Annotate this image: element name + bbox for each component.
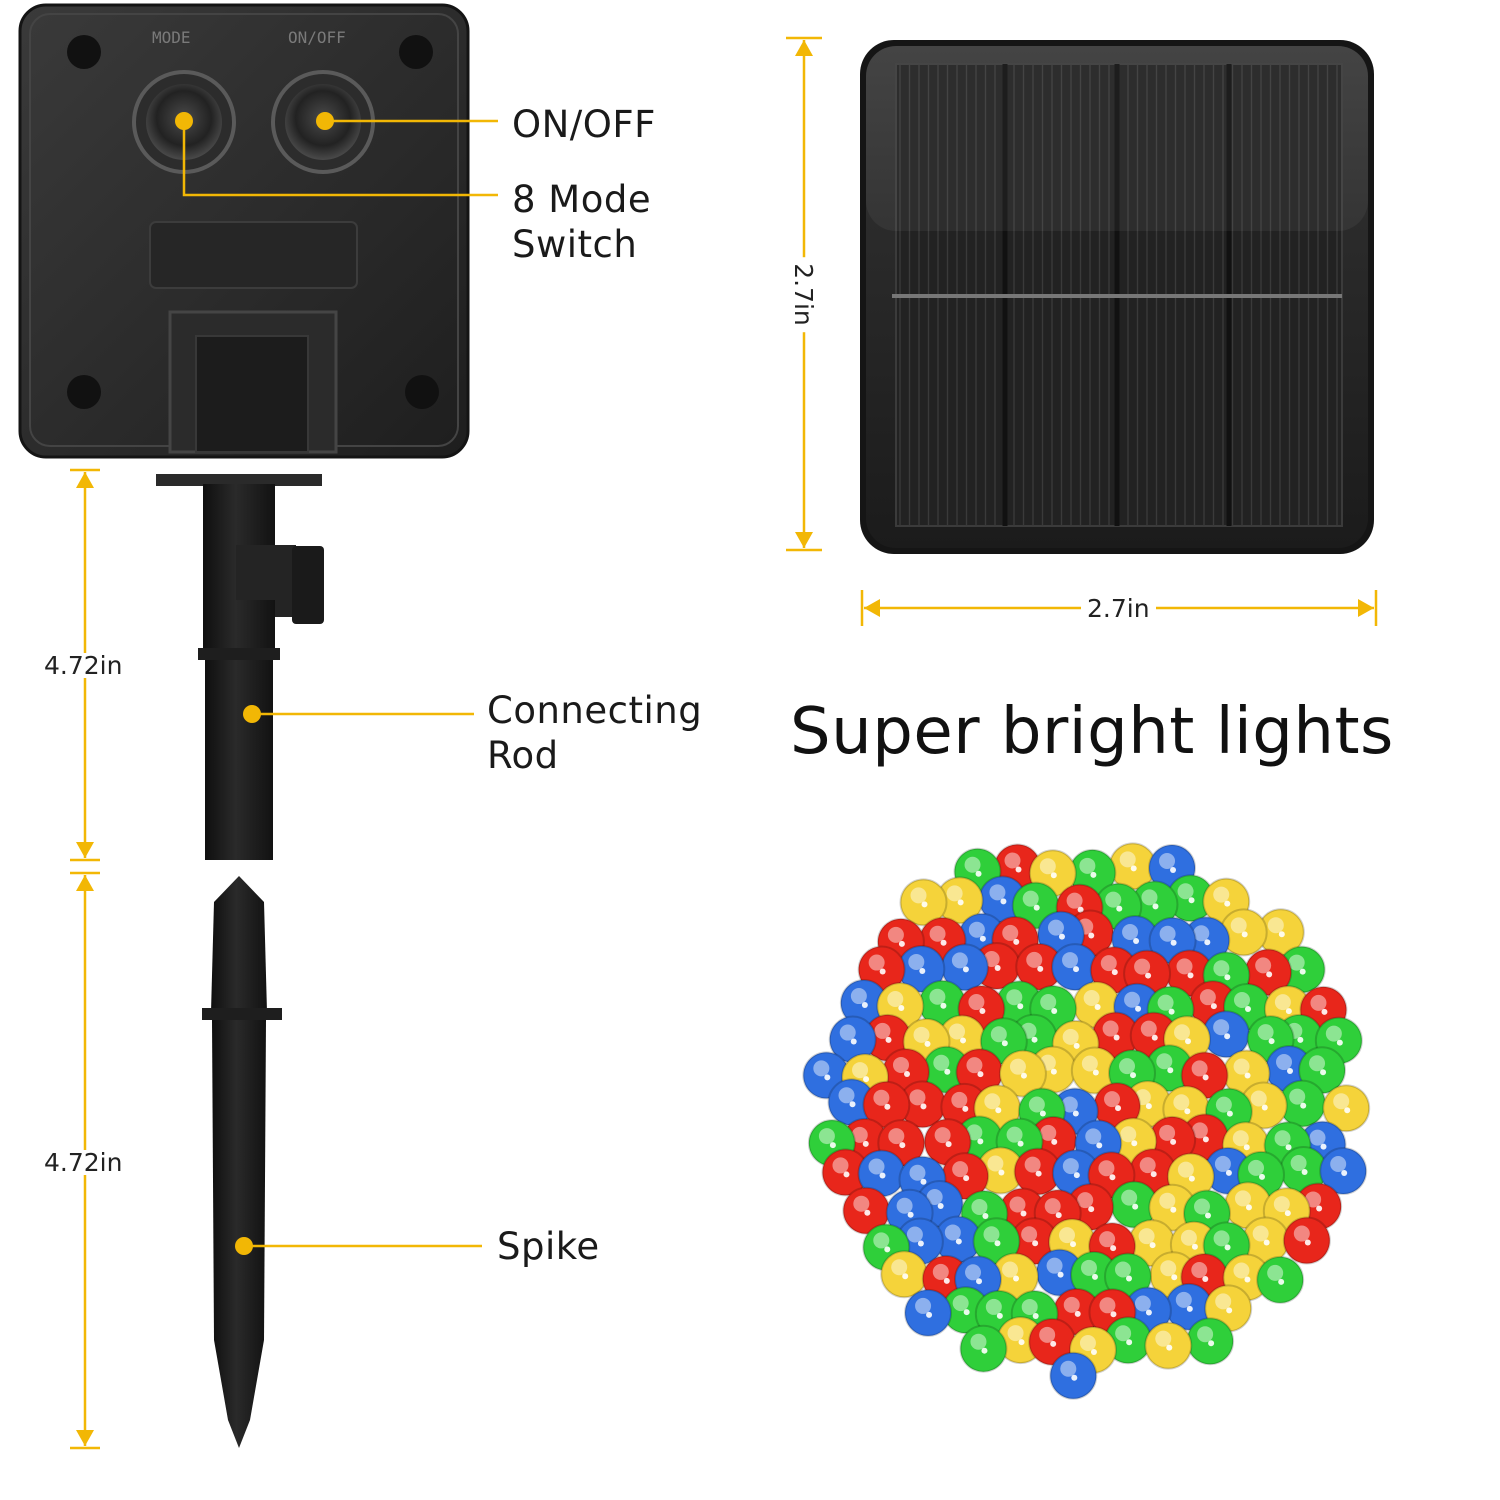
- led-bulb: [1219, 908, 1268, 957]
- led-bulb: [1298, 1046, 1347, 1095]
- callout-dots: [175, 112, 334, 1255]
- led-light-ball: [802, 842, 1371, 1400]
- screw-icon: [67, 35, 101, 69]
- callout-lines: [182, 119, 498, 1248]
- led-bulb: [1244, 948, 1293, 997]
- led-bulb: [1186, 1317, 1235, 1366]
- led-bulb: [1322, 1084, 1371, 1133]
- led-bulb: [1051, 943, 1100, 992]
- callout-mode-line2: Switch: [512, 223, 638, 266]
- led-bulb: [1144, 1321, 1193, 1370]
- led-bulb: [1049, 1351, 1098, 1400]
- led-bulb: [955, 1048, 1004, 1097]
- led-bulb: [1028, 1317, 1077, 1366]
- label-plate: [149, 221, 358, 289]
- led-bulb: [897, 944, 946, 993]
- thumb-screw-icon: [292, 546, 324, 624]
- led-bulb: [1180, 1113, 1229, 1162]
- connecting-rod: [156, 474, 324, 860]
- headline: Super bright lights: [790, 695, 1394, 769]
- dimension-rod-label: 4.72in: [38, 653, 129, 678]
- callout-mode-line1: 8 Mode: [512, 178, 652, 221]
- led-bulb: [828, 1015, 877, 1064]
- screw-icon: [67, 375, 101, 409]
- led-bulb: [1070, 1046, 1119, 1095]
- led-bulb: [821, 1148, 870, 1197]
- control-box: [18, 3, 470, 459]
- on-off-button-label: ON/OFF: [288, 28, 346, 47]
- led-bulb: [1256, 1255, 1305, 1304]
- screw-icon: [399, 35, 433, 69]
- led-bulb: [1282, 1216, 1331, 1265]
- led-bulb: [959, 1324, 1008, 1373]
- dimension-panel-height-label: 2.7in: [789, 257, 818, 332]
- led-bulb: [904, 1288, 953, 1337]
- led-bulb: [998, 1049, 1047, 1098]
- led-bulb: [1091, 1011, 1140, 1060]
- led-bulb: [1277, 945, 1326, 994]
- led-bulb: [972, 1217, 1021, 1266]
- callout-on-off: ON/OFF: [512, 103, 656, 146]
- led-bulb: [1104, 1316, 1153, 1365]
- dimension-panel-width-label: 2.7in: [1081, 596, 1156, 621]
- led-bulb: [1202, 1010, 1251, 1059]
- callout-rod-line1: Connecting: [487, 689, 703, 732]
- solar-panel: [860, 40, 1374, 554]
- led-bulb: [899, 878, 948, 927]
- mode-button-label: MODE: [152, 28, 191, 47]
- led-bulb: [1279, 1146, 1328, 1195]
- screw-icon: [405, 375, 439, 409]
- spike: [202, 876, 282, 1448]
- dimension-spike-label: 4.72in: [38, 1150, 129, 1175]
- led-bulb: [923, 1118, 972, 1167]
- led-bulb: [1166, 874, 1215, 923]
- callout-spike: Spike: [497, 1225, 600, 1268]
- led-bulb: [1319, 1146, 1368, 1195]
- led-bulb: [1130, 880, 1179, 929]
- callout-rod-line2: Rod: [487, 734, 559, 777]
- led-bulb: [880, 1250, 929, 1299]
